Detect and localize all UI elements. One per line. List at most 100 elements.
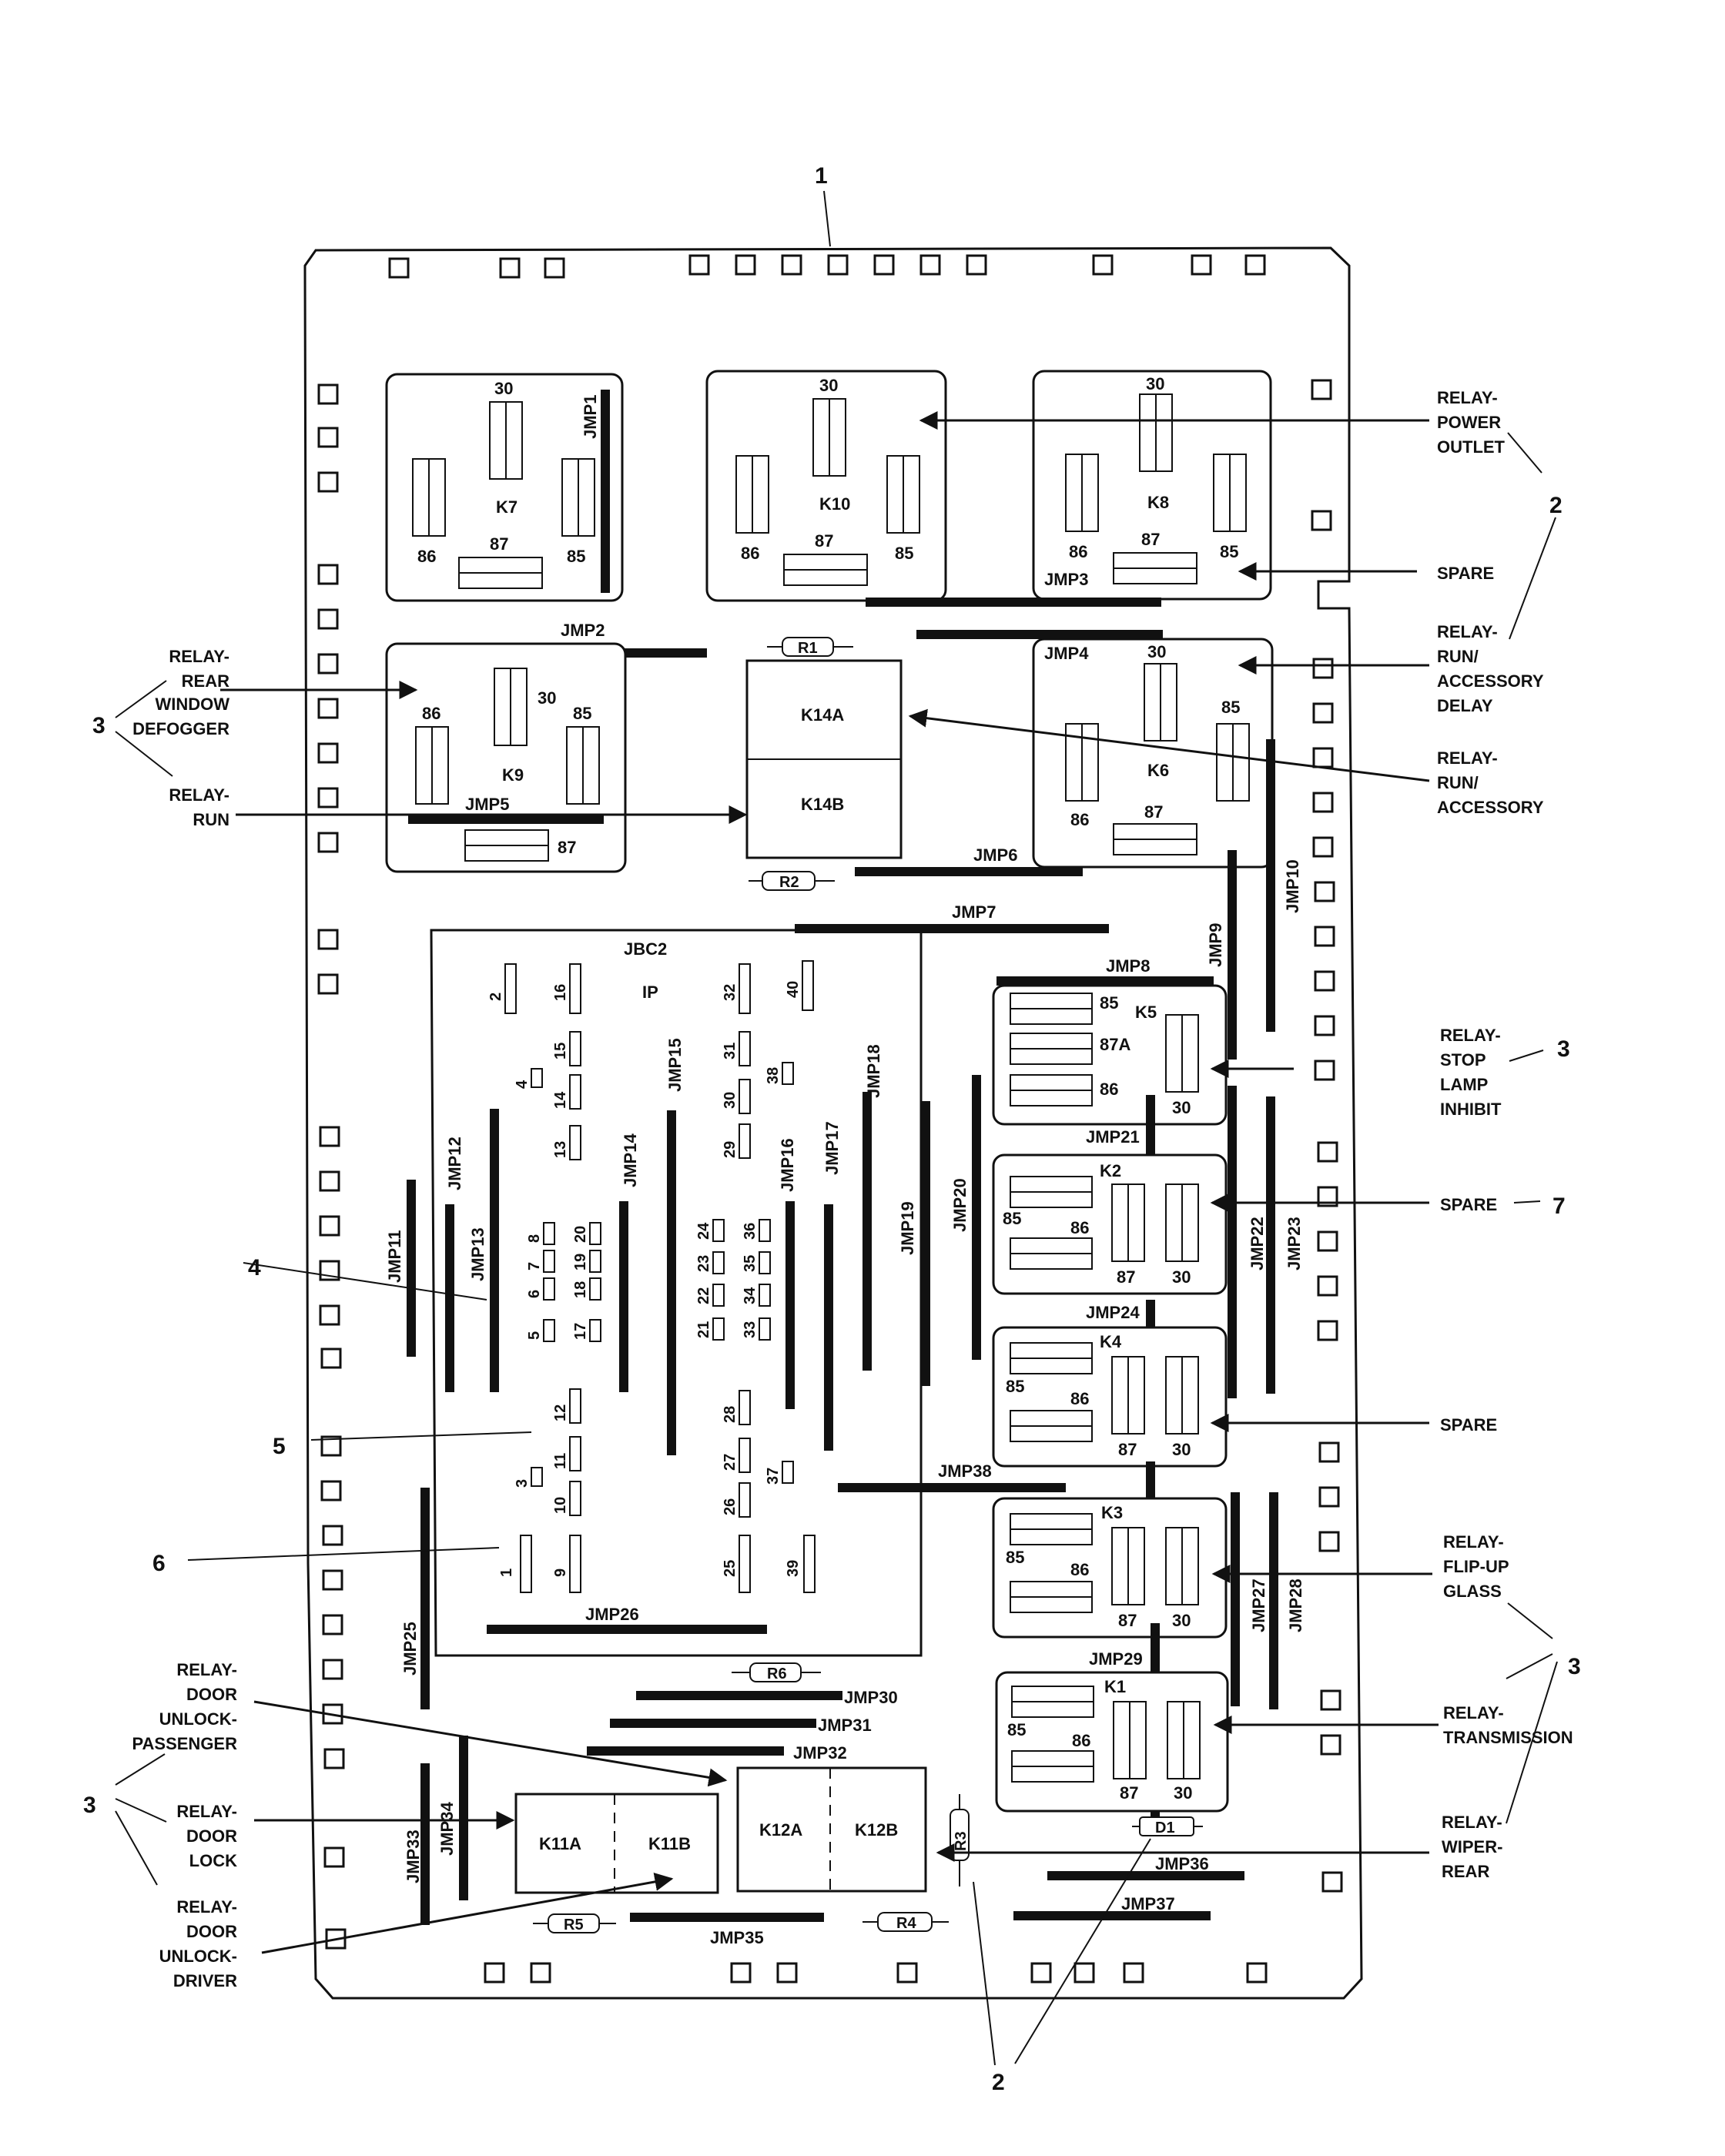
k9-pin-87: 87 [558,838,576,857]
svg-text:12: 12 [552,1404,569,1421]
fuse-slots [504,960,816,1593]
svg-text:JMP13: JMP13 [468,1227,487,1281]
svg-text:K2: K2 [1100,1161,1121,1180]
svg-text:27: 27 [722,1454,739,1471]
k7-pin-86: 86 [417,547,436,566]
resistor-r2: R2 [749,871,835,891]
jmp5-bar [408,815,604,824]
svg-text:6: 6 [526,1290,543,1298]
svg-text:85: 85 [1006,1548,1024,1567]
svg-text:36: 36 [742,1223,759,1240]
svg-text:10: 10 [552,1497,569,1514]
svg-text:JMP14: JMP14 [621,1133,640,1187]
svg-text:11: 11 [552,1453,569,1469]
k12a-label: K12A [759,1820,802,1840]
fuse-numbers: 2 16 32 40 15 4 14 13 31 38 30 29 8 20 7… [487,981,802,1577]
k10-pin-85: 85 [895,544,913,563]
svg-text:30: 30 [1172,1440,1191,1459]
svg-text:4: 4 [248,1255,261,1281]
svg-text:JMP15: JMP15 [665,1038,685,1092]
svg-text:K3: K3 [1101,1503,1123,1522]
jmp8-bar [996,976,1214,986]
leader-lines [115,411,1558,2066]
label-door-unlock-passenger: RELAY- DOOR UNLOCK- PASSENGER [132,1660,237,1753]
k7-pin-85: 85 [567,547,585,566]
svg-text:UNLOCK-: UNLOCK- [159,1947,237,1966]
svg-text:7: 7 [526,1262,543,1270]
k8-label: K8 [1147,493,1169,512]
svg-text:JMP12: JMP12 [445,1137,464,1190]
svg-text:85: 85 [1003,1209,1021,1228]
k6-pin-85: 85 [1221,698,1240,717]
jmp27-label: JMP27 [1249,1578,1268,1632]
label-run-acc-delay: RELAY- RUN/ ACCESSORY DELAY [1437,622,1544,715]
jmp4-label: JMP4 [1044,644,1089,663]
relay-k7: 30 K7 86 85 87 [385,373,624,602]
svg-text:13: 13 [552,1141,569,1158]
jmp4-bar [916,630,1163,639]
svg-text:29: 29 [722,1141,739,1158]
svg-text:RUN: RUN [193,810,229,829]
svg-text:DRIVER: DRIVER [173,1971,237,1990]
jmp2-label: JMP2 [561,621,605,640]
jmp8-label: JMP8 [1106,956,1150,976]
k8-pin-87: 87 [1141,530,1160,549]
svg-text:RELAY-: RELAY- [1440,1026,1501,1045]
svg-text:37: 37 [765,1468,782,1485]
svg-text:JMP17: JMP17 [822,1121,842,1175]
jmp23-bar [1266,1096,1275,1394]
jbc2-fuse-block: JBC2 IP [430,929,923,1657]
svg-text:R1: R1 [798,640,818,657]
svg-text:RELAY-: RELAY- [176,1660,237,1679]
label-rear-defogger: RELAY- REAR WINDOW DEFOGGER [132,647,229,738]
label-stop-lamp: RELAY- STOP LAMP INHIBIT [1440,1026,1502,1119]
svg-text:5: 5 [526,1331,543,1340]
label-wiper-rear: RELAY- WIPER- REAR [1442,1813,1502,1881]
svg-text:5: 5 [273,1434,286,1459]
module-k11: K11A K11B [514,1793,719,1894]
svg-text:2: 2 [1549,493,1563,518]
svg-text:1: 1 [498,1568,515,1577]
svg-text:9: 9 [552,1568,569,1577]
svg-text:14: 14 [552,1091,569,1109]
svg-text:REAR: REAR [182,671,229,691]
svg-text:REAR: REAR [1442,1862,1489,1881]
jmp5-label: JMP5 [465,795,509,814]
svg-text:2: 2 [487,993,504,1001]
jumper-bars [407,1075,1244,1925]
jmp28-bar [1269,1492,1278,1709]
svg-text:86: 86 [1070,1560,1089,1579]
relay-k2: K2 85 86 87 30 [992,1153,1228,1295]
resistor-r6: R6 [732,1662,821,1682]
svg-text:JMP19: JMP19 [898,1201,917,1255]
relay-k1: K1 85 86 87 30 [995,1671,1229,1813]
callout-1-leader [823,190,831,247]
svg-text:JMP25: JMP25 [400,1622,420,1676]
resistor-r5: R5 [533,1913,616,1933]
svg-text:TRANSMISSION: TRANSMISSION [1443,1728,1573,1747]
svg-text:87: 87 [1120,1783,1138,1803]
jmp1-label: JMP1 [581,395,600,439]
relay-k10: 30 K10 86 85 87 [705,370,947,602]
callout-1: 1 [815,163,828,189]
svg-text:23: 23 [695,1255,712,1272]
svg-text:K5: K5 [1135,1003,1157,1022]
jmp9-label: JMP9 [1206,923,1225,967]
k9-pin-86: 86 [422,704,440,723]
jbc2-ip: IP [642,983,658,1002]
svg-text:30: 30 [1172,1098,1191,1117]
svg-text:7: 7 [1552,1194,1566,1219]
svg-text:86: 86 [1070,1389,1089,1408]
k6-label: K6 [1147,761,1169,780]
svg-text:3: 3 [1568,1654,1581,1679]
label-run: RELAY- RUN [169,785,229,829]
svg-text:ACCESSORY: ACCESSORY [1437,798,1544,817]
k8-pin-30: 30 [1146,374,1164,393]
jmp9-bar [1228,850,1237,1060]
label-power-outlet: RELAY- POWER OUTLET [1437,388,1506,457]
svg-text:RUN/: RUN/ [1437,647,1479,666]
jumper-labels: JMP11 JMP12 JMP13 JMP14 JMP15 JMP16 JMP1… [385,1038,1209,1947]
svg-text:6: 6 [152,1551,166,1576]
svg-text:RELAY-: RELAY- [1437,388,1498,407]
